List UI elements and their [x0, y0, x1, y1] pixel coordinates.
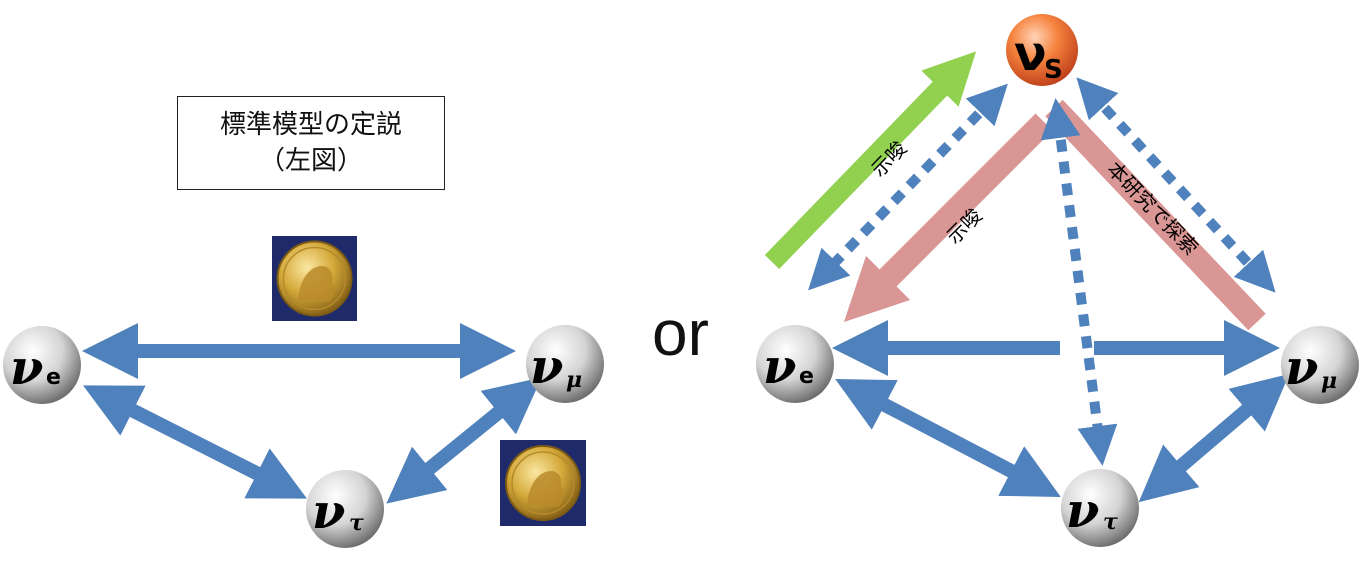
- svg-text:ν: ν: [530, 339, 563, 395]
- node-nu-tau: ν τ: [1061, 469, 1139, 547]
- node-nu-e: ν e: [756, 325, 834, 403]
- right-diagram: 示唆 示唆 本研究で探索 ν S ν e ν μ: [756, 14, 1359, 547]
- left-diagram: ν e ν μ ν τ: [3, 236, 604, 548]
- pink-right-arrow-label: 本研究で探索: [1102, 157, 1203, 260]
- svg-text:S: S: [1044, 55, 1063, 85]
- svg-text:e: e: [46, 365, 61, 390]
- nobel-medal-icon: [272, 236, 357, 321]
- node-nu-s: ν S: [1006, 14, 1078, 86]
- node-nu-e: ν e: [3, 326, 81, 404]
- or-connector: or: [652, 297, 709, 369]
- svg-text:ν: ν: [763, 339, 796, 395]
- arrow-e-tau: [83, 385, 307, 499]
- svg-text:μ: μ: [566, 367, 582, 393]
- node-nu-mu: ν μ: [1281, 326, 1359, 404]
- nobel-medal-icon: [500, 440, 586, 526]
- dotted-arrow-s-tau: [1040, 98, 1118, 466]
- svg-text:τ: τ: [1103, 509, 1118, 535]
- svg-text:e: e: [799, 364, 814, 389]
- dotted-arrow-s-e: [808, 83, 1008, 291]
- svg-text:ν: ν: [1285, 340, 1318, 396]
- arrow-tau-mu: [1138, 373, 1290, 503]
- arrow-tau-mu: [386, 377, 542, 504]
- svg-text:μ: μ: [1321, 368, 1337, 394]
- node-nu-tau: ν τ: [306, 470, 384, 548]
- arrow-e-tau: [835, 379, 1061, 497]
- svg-text:ν: ν: [1014, 26, 1047, 82]
- node-nu-mu: ν μ: [526, 325, 604, 403]
- caption-line-2: （左図）: [258, 146, 363, 176]
- caption-box: 標準模型の定説 （左図）: [177, 96, 445, 190]
- svg-text:ν: ν: [312, 484, 345, 540]
- svg-text:ν: ν: [10, 340, 43, 396]
- green-arrow-label: 示唆: [866, 136, 911, 181]
- svg-text:ν: ν: [1066, 483, 1099, 539]
- caption-line-1: 標準模型の定説: [219, 110, 402, 140]
- svg-text:τ: τ: [349, 510, 364, 536]
